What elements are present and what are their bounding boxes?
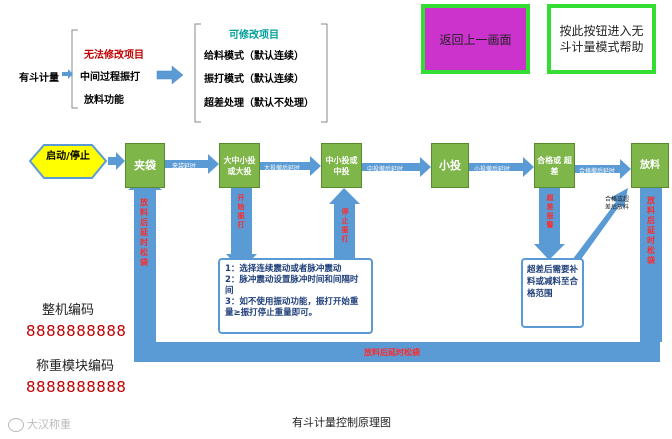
bottom-flow-label: 放料后延时松袋 — [364, 348, 420, 357]
note-line-3: 3：如不使用振动功能，振打开始重量≥振打停止重量即可。 — [225, 297, 359, 318]
stage-small: 小投 — [431, 143, 469, 188]
flow-label-mid-delay: 中投撤后延时 — [367, 166, 404, 173]
vibrate-note-box: 1：选择连续震动或者脉冲震动 2：脉冲震动设置脉冲时间和间隔时间 3：如不使用振… — [218, 258, 373, 334]
back-button-label: 返回上一画面 — [439, 32, 512, 47]
flow-label-check-delay: 合格撤后延时 — [579, 168, 616, 175]
fixed-item-intermediate-vibrate: 中间过程振打 — [80, 72, 140, 83]
stage-discharge: 放料 — [631, 143, 669, 188]
module-code-label: 称重模块编码 — [36, 359, 115, 374]
editable-item-vibrate-mode: 振打模式（默认连续） — [204, 74, 304, 85]
editable-items-bracket — [194, 23, 201, 123]
watermark-logo-icon — [8, 418, 24, 432]
bottom-return-bar — [134, 342, 660, 362]
help-button[interactable]: 按此按钮进入无斗计量模式帮助 — [547, 4, 656, 74]
diagonal-arrow-to-discharge — [566, 188, 628, 272]
over-alarm-arrowhead — [534, 244, 565, 260]
vibrate-stop-arrowhead — [329, 188, 360, 204]
vlabel-left-return: 放料后延时松袋 — [140, 198, 148, 267]
vlabel-vibrate-stop: 停止振打 — [341, 208, 349, 243]
note-line-1: 1：选择连续震动或者脉冲震动 — [225, 264, 342, 274]
editable-item-over-handling: 超差处理（默认不处理） — [204, 98, 314, 109]
over-alarm-column — [539, 188, 560, 248]
arrow-big-to-mid — [260, 156, 321, 176]
root-label: 有斗计量 — [19, 73, 59, 84]
start-stop-hexagon — [28, 144, 108, 179]
watermark: 大汉称重 — [8, 416, 71, 432]
vlabel-right-return: 放料后延时松袋 — [647, 196, 655, 265]
machine-code-value: 8888888888 — [26, 322, 127, 340]
vibrate-stop-column — [334, 200, 355, 262]
stage-big-mid-small: 大中小投 或大投 — [219, 143, 260, 188]
help-button-label: 按此按钮进入无斗计量模式帮助 — [559, 24, 644, 54]
note-line-2: 2：脉冲震动设置脉冲时间和间隔时间 — [225, 275, 359, 296]
vlabel-vibrate-start: 开始振打 — [237, 194, 245, 229]
stage-mid-small: 中小投或 中投 — [321, 143, 362, 188]
module-code-value: 8888888888 — [26, 378, 127, 396]
start-stop-label: 启动/停止 — [46, 151, 90, 162]
arrow-mid-to-small — [362, 157, 431, 177]
over-adjust-box: 超差后需要补料或减料至合格范围 — [521, 258, 584, 328]
label-qualified-or-over: 合格或超差后放料 — [604, 196, 629, 211]
editable-items-bracket-right — [321, 23, 328, 123]
watermark-text: 大汉称重 — [27, 418, 71, 431]
arrow-start-to-clamp — [108, 152, 125, 170]
arrow-check-to-discharge — [575, 159, 631, 179]
stage-check: 合格或 超差 — [534, 143, 575, 188]
left-return-arrow — [128, 176, 162, 342]
vlabel-over-alarm: 超差报警 — [546, 194, 554, 229]
right-return-column — [640, 188, 662, 342]
flow-label-clamp-delay: 夹袋延时 — [172, 163, 197, 170]
machine-code-label: 整机编码 — [42, 303, 95, 318]
back-button[interactable]: 返回上一画面 — [421, 4, 530, 74]
editable-group-title: 可修改项目 — [229, 30, 279, 41]
header-arrow-big — [156, 65, 184, 85]
arrow-small-to-check — [469, 157, 534, 177]
fixed-item-discharge: 放料功能 — [84, 95, 124, 106]
arrow-clamp-to-big — [165, 154, 219, 174]
flow-label-small-delay: 小投撤后延时 — [474, 166, 511, 173]
stage-clamp-bag: 夹袋 — [125, 143, 165, 188]
flow-label-big-delay: 大投撤后延时 — [264, 165, 301, 172]
fixed-group-title: 无法修改项目 — [84, 50, 144, 61]
vibrate-start-column — [231, 188, 252, 258]
diagram-caption: 有斗计量控制原理图 — [292, 416, 391, 429]
header-arrow-small — [62, 69, 73, 79]
editable-item-feed-mode: 给料模式（默认连续） — [204, 51, 304, 62]
fixed-items-bracket — [71, 29, 78, 109]
